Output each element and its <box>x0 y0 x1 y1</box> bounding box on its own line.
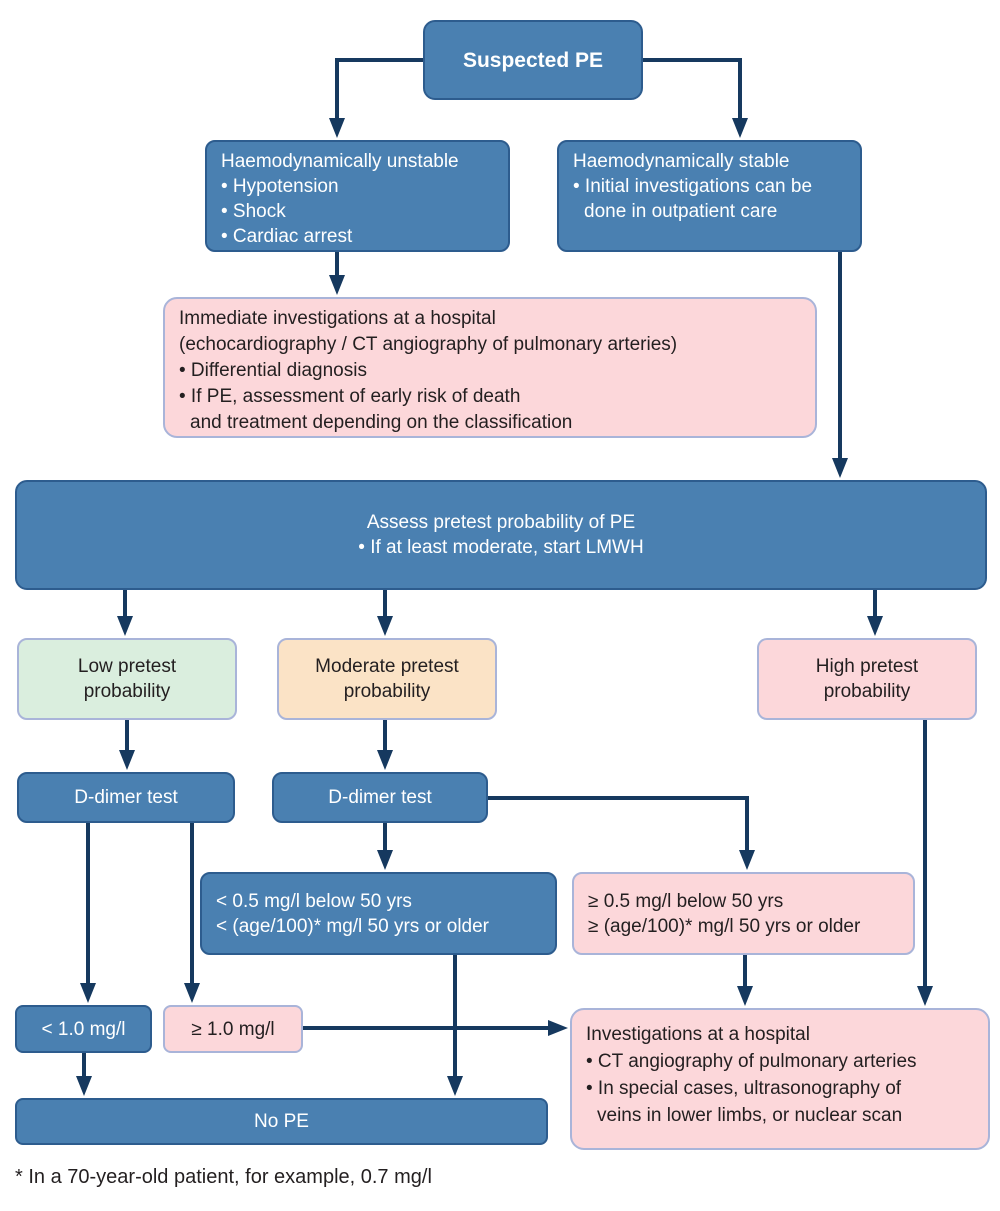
node-stable-bullet-initial: • Initial investigations can be <box>573 176 813 197</box>
node-assess-pretest: Assess pretest probability of PE • If at… <box>15 480 987 590</box>
line-assess-to-high <box>873 590 877 620</box>
line-moderate-to-ddimer <box>383 720 387 754</box>
node-ge-1-0: ≥ 1.0 mg/l <box>163 1005 303 1053</box>
node-immediate-title: Immediate investigations at a hospital <box>179 308 496 329</box>
node-high-pretest-label-1: High pretest <box>815 656 919 677</box>
node-immediate-methods: (echocardiography / CT angiography of pu… <box>179 334 678 355</box>
node-low-pretest-label-2: probability <box>83 681 171 702</box>
node-high-pretest: High pretest probability <box>757 638 977 720</box>
arrowhead-into-investigations-right <box>917 986 933 1006</box>
arrowhead-into-ddimer-moderate <box>377 750 393 770</box>
node-immediate-bullet-risk: • If PE, assessment of early risk of dea… <box>179 386 521 407</box>
node-suspected-pe: Suspected PE <box>423 20 643 100</box>
line-assess-to-low <box>123 590 127 620</box>
line-ddimer-moderate-to-cutoff-positive <box>745 796 749 854</box>
line-unstable-to-immediate <box>335 252 339 279</box>
node-stable-title: Haemodynamically stable <box>573 151 790 172</box>
node-moderate-pretest: Moderate pretest probability <box>277 638 497 720</box>
node-cutoff-negative-line-1: < 0.5 mg/l below 50 yrs <box>216 890 412 912</box>
line-suspected-to-unstable-drop <box>335 58 339 122</box>
node-unstable-title: Haemodynamically unstable <box>221 151 459 172</box>
node-moderate-pretest-label-2: probability <box>343 681 431 702</box>
node-ddimer-test-moderate: D-dimer test <box>272 772 488 823</box>
arrowhead-into-investigations-left <box>737 986 753 1006</box>
node-investigations-title: Investigations at a hospital <box>586 1024 810 1045</box>
node-immediate-bullet-risk-cont: and treatment depending on the classific… <box>190 412 573 433</box>
node-investigations-bullet-ultrasound: • In special cases, ultrasonography of <box>586 1078 902 1099</box>
arrowhead-into-ge1 <box>184 983 200 1003</box>
arrowhead-into-cutoff-negative <box>377 850 393 870</box>
line-lt1-to-nope <box>82 1053 86 1080</box>
node-ge-1-0-label: ≥ 1.0 mg/l <box>191 1018 275 1040</box>
line-high-to-investigations <box>923 720 927 990</box>
line-ddimer-low-to-lt1 <box>86 823 90 987</box>
node-no-pe: No PE <box>15 1098 548 1145</box>
arrowhead-into-nope-center <box>447 1076 463 1096</box>
node-assess-bullet-lmwh: • If at least moderate, start LMWH <box>358 537 644 558</box>
node-cutoff-positive-line-1: ≥ 0.5 mg/l below 50 yrs <box>588 890 784 912</box>
arrowhead-into-nope-left <box>76 1076 92 1096</box>
arrowhead-into-lt1 <box>80 983 96 1003</box>
line-suspected-to-unstable <box>337 58 423 62</box>
line-suspected-to-stable <box>643 58 742 62</box>
node-haemodynamically-stable: Haemodynamically stable • Initial invest… <box>557 140 862 252</box>
node-ddimer-test-low: D-dimer test <box>17 772 235 823</box>
line-ddimer-low-to-ge1 <box>190 823 194 987</box>
node-unstable-bullet-cardiac-arrest: • Cardiac arrest <box>221 226 353 247</box>
node-investigations-bullet-ct: • CT angiography of pulmonary arteries <box>586 1051 917 1072</box>
arrowhead-into-cutoff-positive <box>739 850 755 870</box>
node-unstable-bullet-hypotension: • Hypotension <box>221 176 339 197</box>
arrowhead-into-unstable <box>329 118 345 138</box>
node-investigations-bullet-ultrasound-cont: veins in lower limbs, or nuclear scan <box>597 1105 903 1126</box>
line-ge1-to-investigations <box>303 1026 550 1030</box>
line-cutoff-negative-to-nope <box>453 955 457 1080</box>
node-no-pe-label: No PE <box>254 1111 309 1132</box>
arrowhead-into-immediate <box>329 275 345 295</box>
node-cutoff-positive: ≥ 0.5 mg/l below 50 yrs ≥ (age/100)* mg/… <box>572 872 915 955</box>
line-assess-to-moderate <box>383 590 387 620</box>
node-assess-title: Assess pretest probability of PE <box>366 512 636 533</box>
node-ddimer-low-label: D-dimer test <box>74 787 178 808</box>
node-immediate-investigations: Immediate investigations at a hospital (… <box>163 297 817 438</box>
arrowhead-into-stable <box>732 118 748 138</box>
arrowhead-into-assess <box>832 458 848 478</box>
footnote-age-example: * In a 70-year-old patient, for example,… <box>15 1166 432 1188</box>
node-cutoff-negative-line-2: < (age/100)* mg/l 50 yrs or older <box>216 915 489 937</box>
arrowhead-into-high <box>867 616 883 636</box>
node-low-pretest-label-1: Low pretest <box>77 656 177 677</box>
node-cutoff-positive-line-2: ≥ (age/100)* mg/l 50 yrs or older <box>588 915 861 937</box>
line-suspected-to-stable-drop <box>738 58 742 122</box>
node-stable-bullet-initial-cont: done in outpatient care <box>584 201 778 222</box>
node-suspected-pe-label: Suspected PE <box>462 48 604 72</box>
line-ddimer-moderate-to-cutoff-negative <box>383 823 387 854</box>
line-low-to-ddimer <box>125 720 129 754</box>
line-stable-to-assess <box>838 252 842 462</box>
arrowhead-into-ddimer-low <box>119 750 135 770</box>
node-low-pretest: Low pretest probability <box>17 638 237 720</box>
node-immediate-bullet-differential: • Differential diagnosis <box>179 360 367 381</box>
node-ddimer-moderate-label: D-dimer test <box>328 787 432 808</box>
node-lt-1-0: < 1.0 mg/l <box>15 1005 152 1053</box>
node-unstable-bullet-shock: • Shock <box>221 201 286 222</box>
node-moderate-pretest-label-1: Moderate pretest <box>315 656 459 677</box>
node-haemodynamically-unstable: Haemodynamically unstable • Hypotension … <box>205 140 510 252</box>
line-cutoff-positive-to-investigations <box>743 955 747 990</box>
node-high-pretest-label-2: probability <box>823 681 911 702</box>
node-lt-1-0-label: < 1.0 mg/l <box>41 1018 126 1040</box>
node-cutoff-negative: < 0.5 mg/l below 50 yrs < (age/100)* mg/… <box>200 872 557 955</box>
arrowhead-into-low <box>117 616 133 636</box>
arrowhead-into-investigations-side <box>548 1020 568 1036</box>
node-investigations-hospital: Investigations at a hospital • CT angiog… <box>570 1008 990 1150</box>
line-ddimer-moderate-right <box>488 796 749 800</box>
arrowhead-into-moderate <box>377 616 393 636</box>
